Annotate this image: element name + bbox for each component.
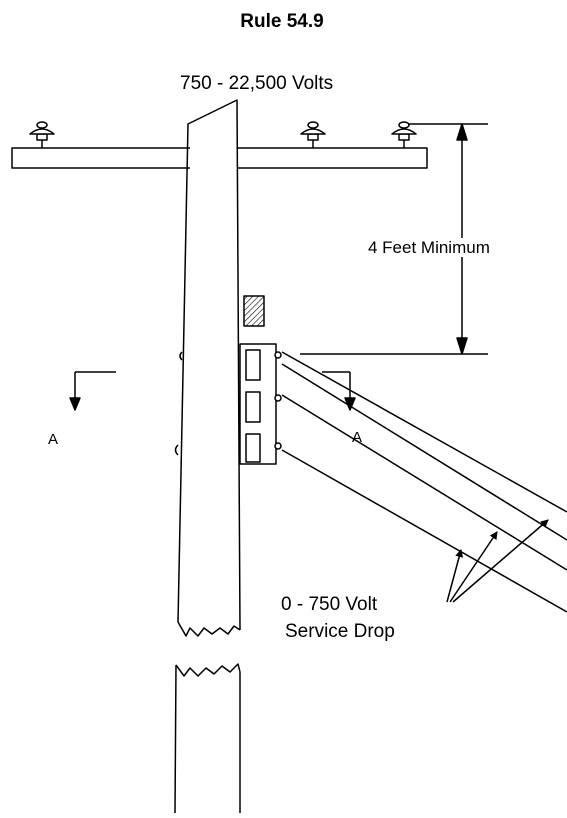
section-label-left: A xyxy=(48,431,59,448)
clearance-label: 4 Feet Minimum xyxy=(367,238,491,257)
insulator-left xyxy=(29,121,55,148)
insulator-right xyxy=(391,121,417,148)
service-conductors xyxy=(281,351,567,613)
service-drop-arrows xyxy=(446,519,549,603)
service-drop-label-line1: 0 - 750 Volt xyxy=(279,594,380,615)
diagram-title: Rule 54.9 xyxy=(240,11,324,32)
service-drop-label-line2: Service Drop xyxy=(283,621,397,642)
crossarm xyxy=(11,147,428,169)
pole-upper xyxy=(174,99,241,637)
section-marker-left xyxy=(69,371,116,411)
service-bracket xyxy=(239,343,282,465)
hatched-block xyxy=(243,295,265,327)
pole-lower xyxy=(174,663,241,814)
section-label-right: A xyxy=(352,429,363,446)
primary-voltage-label: 750 - 22,500 Volts xyxy=(180,73,334,94)
section-marker-right xyxy=(322,371,356,411)
insulator-middle xyxy=(300,121,326,148)
